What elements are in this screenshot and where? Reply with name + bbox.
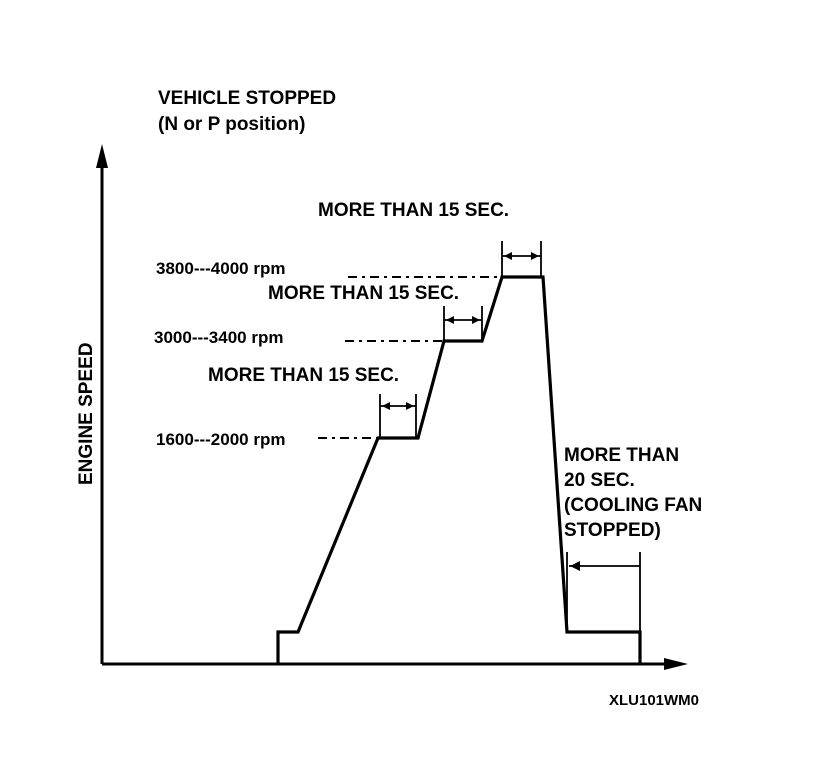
rpm-label-stage-3: 3800---4000 rpm [156, 259, 285, 278]
rpm-label-stage-2: 3000---3400 rpm [154, 328, 283, 347]
x-axis-arrow [664, 658, 688, 670]
duration-marker-final [566, 552, 641, 632]
final-note-line-4: STOPPED) [564, 520, 661, 541]
final-note-line-1: MORE THAN [564, 445, 679, 466]
duration-label-stage-1: MORE THAN 15 SEC. [208, 365, 399, 386]
rpm-label-stage-1: 1600---2000 rpm [156, 430, 285, 449]
y-axis-arrow [96, 144, 108, 168]
duration-marker-stage-1 [379, 394, 417, 438]
axes [96, 144, 688, 670]
condition-subtitle: (N or P position) [158, 114, 305, 135]
duration-marker-stage-3 [501, 241, 542, 277]
engine-speed-profile [276, 275, 642, 664]
final-note-line-3: (COOLING FAN [564, 495, 702, 516]
figure-code: XLU101WM0 [609, 692, 699, 709]
duration-label-stage-3: MORE THAN 15 SEC. [318, 200, 509, 221]
final-note-line-2: 20 SEC. [564, 470, 635, 491]
duration-marker-stage-2 [443, 306, 483, 341]
duration-label-stage-2: MORE THAN 15 SEC. [268, 283, 459, 304]
y-axis-label: ENGINE SPEED [76, 342, 97, 485]
condition-title: VEHICLE STOPPED [158, 88, 336, 109]
